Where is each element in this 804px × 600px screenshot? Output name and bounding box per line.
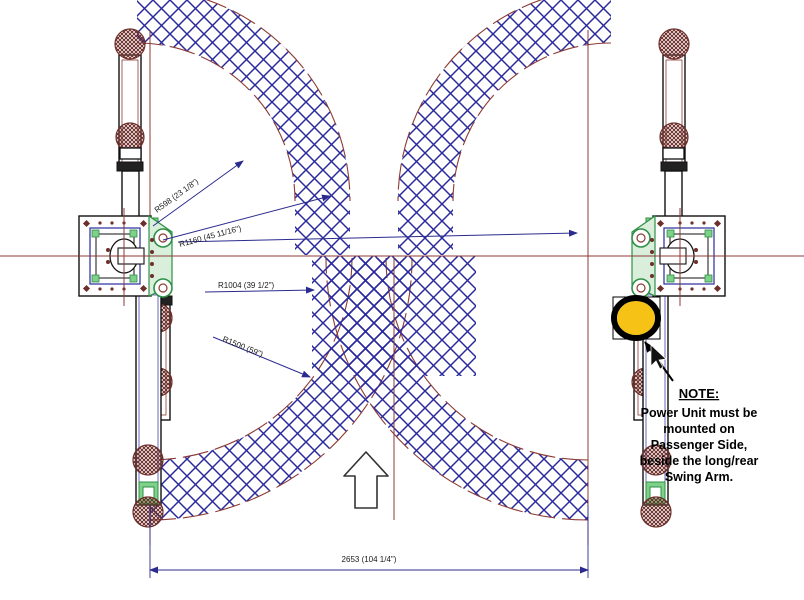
overall-width-label: 2653 (104 1/4") (342, 555, 397, 564)
radius-dimension-leaders (152, 160, 578, 378)
left-lower-swing-arm (132, 217, 173, 528)
mouse-cursor (650, 344, 667, 370)
overall-width-dimension: 2653 (104 1/4") (149, 505, 589, 578)
note-line-2: mounted on (663, 422, 735, 436)
sweep-upper-right (397, 0, 612, 255)
right-carriage-block (619, 208, 744, 306)
note-line-4: beside the long/rear (640, 454, 759, 468)
left-post-assembly (60, 28, 185, 528)
note-line-5: Swing Arm. (665, 470, 733, 484)
note-block: NOTE: Power Unit must be mounted on Pass… (640, 386, 759, 484)
note-line-1: Power Unit must be (641, 406, 758, 420)
vehicle-direction-arrow (343, 451, 389, 509)
right-post-assembly (619, 28, 744, 528)
right-upper-swing-arm (658, 28, 690, 222)
note-line-3: Passenger Side, (651, 438, 748, 452)
note-heading: NOTE: (679, 386, 719, 401)
left-carriage-block (60, 208, 185, 306)
radius-label-r1500: R1500 (59") (221, 335, 264, 360)
left-upper-swing-arm (114, 28, 146, 222)
radius-label-r1004: R1004 (39 1/2") (218, 281, 275, 290)
swing-arm-sweep-regions (136, 0, 612, 521)
power-unit-marker (611, 295, 661, 341)
